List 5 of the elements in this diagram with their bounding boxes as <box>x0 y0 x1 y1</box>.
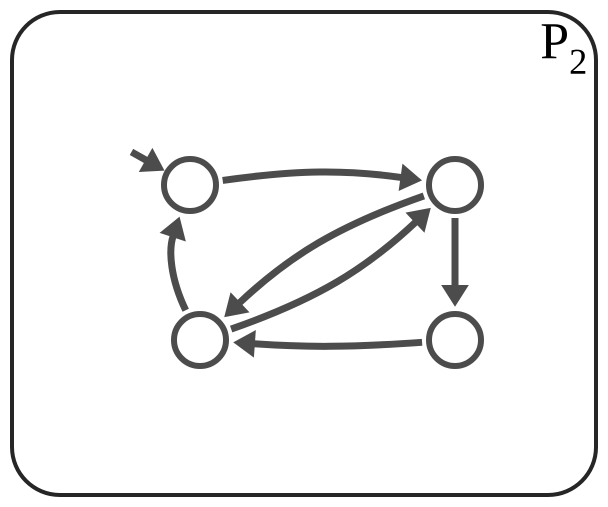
circle-node <box>426 311 484 369</box>
graph-label: P$_{2}$ <box>542 24 586 74</box>
circle-node <box>426 156 484 214</box>
circle-node <box>161 156 219 214</box>
circle-node <box>171 311 229 369</box>
